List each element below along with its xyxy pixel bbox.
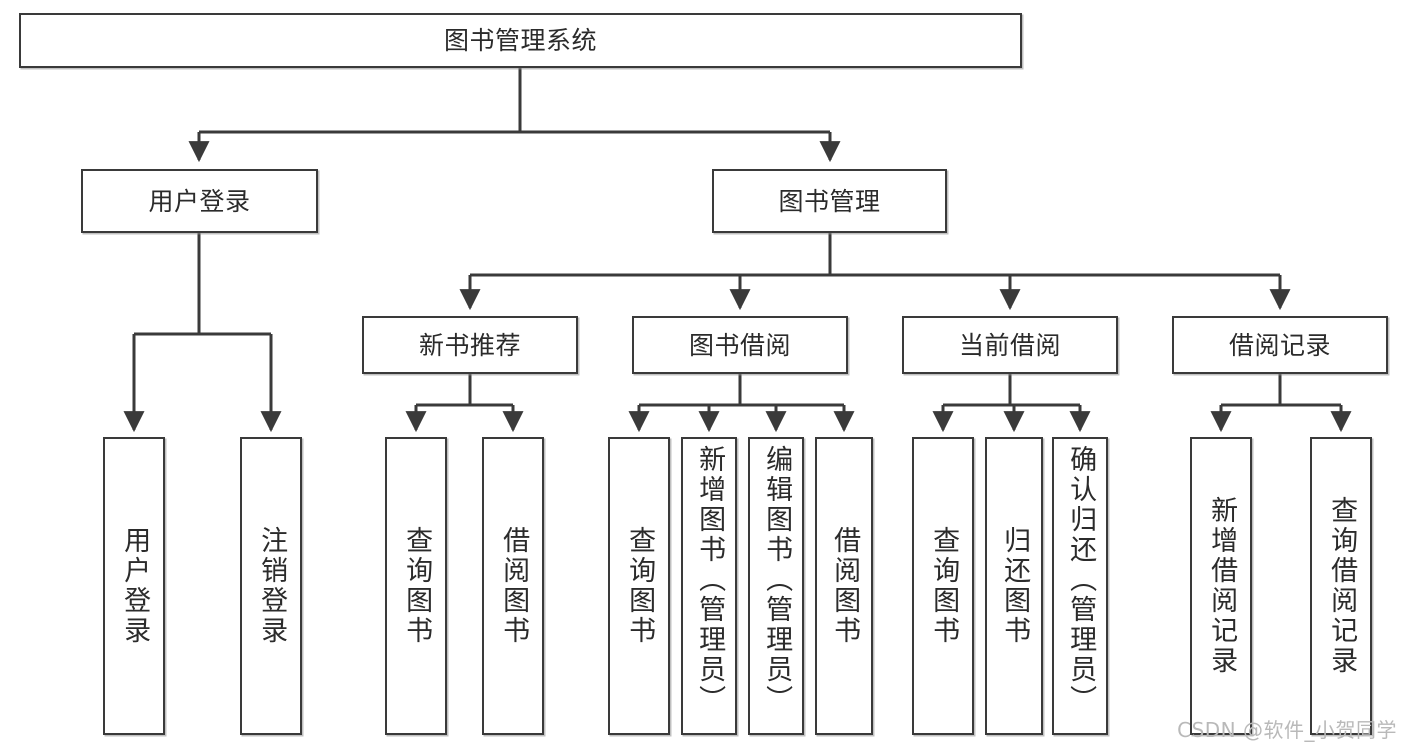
leaf-user-login-label: 用户登录 [119, 526, 151, 646]
node-book-manage[interactable]: 图书管理 [712, 169, 947, 233]
node-borrow-record-label: 借阅记录 [1228, 330, 1331, 360]
node-book-borrow-label: 图书借阅 [688, 330, 791, 360]
leaf-add-book[interactable]: 新增图书（管理员） [681, 437, 737, 735]
leaf-query-book-1-label: 查询图书 [401, 526, 433, 646]
leaf-add-record[interactable]: 新增借阅记录 [1190, 437, 1252, 735]
leaf-return-book-label: 归还图书 [999, 526, 1031, 646]
leaf-borrow-book-2-label: 借阅图书 [829, 526, 861, 646]
leaf-query-book-2-label: 查询图书 [624, 526, 656, 646]
node-new-book-recommend-label: 新书推荐 [418, 330, 521, 360]
node-root[interactable]: 图书管理系统 [19, 13, 1022, 68]
leaf-logout[interactable]: 注销登录 [240, 437, 302, 735]
leaf-query-record[interactable]: 查询借阅记录 [1310, 437, 1372, 735]
leaf-user-login[interactable]: 用户登录 [103, 437, 165, 735]
leaf-logout-label: 注销登录 [256, 526, 288, 646]
leaf-confirm-return[interactable]: 确认归还（管理员） [1052, 437, 1108, 735]
node-book-borrow[interactable]: 图书借阅 [632, 316, 848, 374]
leaf-borrow-book-1-label: 借阅图书 [498, 526, 530, 646]
leaf-return-book[interactable]: 归还图书 [985, 437, 1043, 735]
leaf-borrow-book-2[interactable]: 借阅图书 [815, 437, 873, 735]
leaf-borrow-book-1[interactable]: 借阅图书 [482, 437, 544, 735]
leaf-add-book-label: 新增图书（管理员） [694, 445, 726, 715]
leaf-confirm-return-label: 确认归还（管理员） [1065, 445, 1097, 715]
node-borrow-record[interactable]: 借阅记录 [1172, 316, 1388, 374]
node-current-borrow[interactable]: 当前借阅 [902, 316, 1118, 374]
node-current-borrow-label: 当前借阅 [958, 330, 1061, 360]
node-book-manage-label: 图书管理 [778, 186, 881, 216]
leaf-add-record-label: 新增借阅记录 [1206, 496, 1238, 676]
node-new-book-recommend[interactable]: 新书推荐 [362, 316, 578, 374]
leaf-query-book-3-label: 查询图书 [928, 526, 960, 646]
csdn-watermark: CSDN @软件_小贺同学 [1177, 718, 1397, 742]
node-root-label: 图书管理系统 [443, 26, 597, 55]
leaf-query-book-3[interactable]: 查询图书 [912, 437, 974, 735]
leaf-query-book-2[interactable]: 查询图书 [608, 437, 670, 735]
leaf-edit-book[interactable]: 编辑图书（管理员） [748, 437, 804, 735]
node-user-login[interactable]: 用户登录 [81, 169, 318, 233]
node-user-login-label: 用户登录 [148, 186, 251, 216]
leaf-query-record-label: 查询借阅记录 [1326, 496, 1358, 676]
leaf-edit-book-label: 编辑图书（管理员） [761, 445, 793, 715]
leaf-query-book-1[interactable]: 查询图书 [385, 437, 447, 735]
